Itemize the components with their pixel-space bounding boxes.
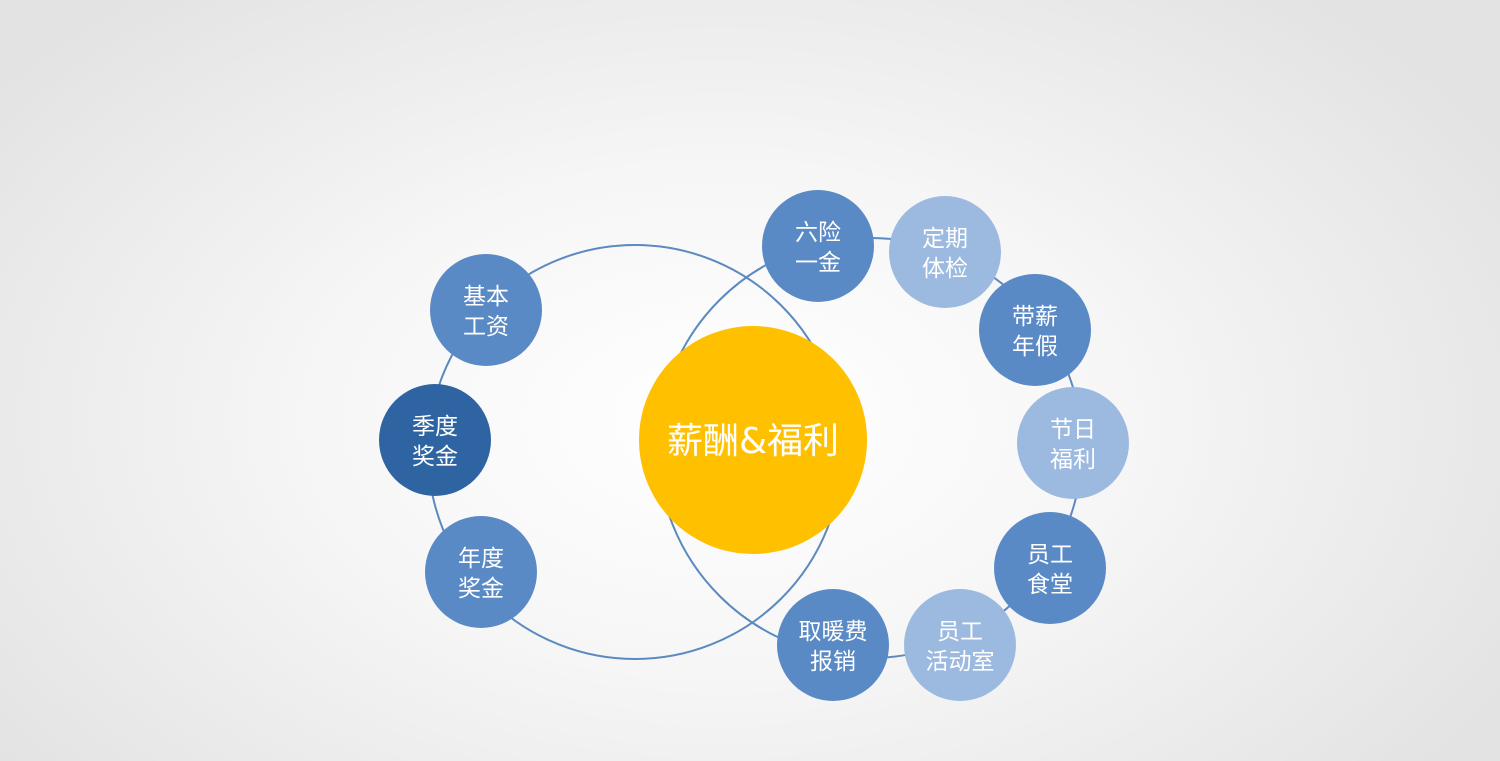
- node-label-line: 福利: [1050, 447, 1096, 473]
- center-label: 薪酬&福利: [667, 421, 839, 462]
- node-circle: [379, 384, 491, 496]
- node-label-line: 报销: [810, 649, 856, 675]
- node-circle: [1017, 387, 1129, 499]
- node-circle: [777, 589, 889, 701]
- node-label-line: 体检: [922, 256, 968, 282]
- node-label-line: 一金: [795, 250, 841, 276]
- node-label-line: 年假: [1012, 334, 1058, 360]
- node-label-line: 带薪: [1012, 304, 1058, 330]
- center-circle: [639, 326, 867, 554]
- node-circle: [762, 190, 874, 302]
- node-label-line: 奖金: [412, 444, 458, 470]
- node-circle: [430, 254, 542, 366]
- node-label-line: 奖金: [458, 576, 504, 602]
- node-label-line: 年度: [458, 546, 504, 572]
- node-circle: [979, 274, 1091, 386]
- node-label-line: 员工: [1027, 542, 1073, 568]
- node-label-line: 工资: [463, 314, 509, 340]
- node-circle: [889, 196, 1001, 308]
- node-circle: [425, 516, 537, 628]
- node-label-line: 六险: [795, 220, 841, 246]
- node-label-line: 定期: [922, 226, 968, 252]
- node-label-line: 季度: [412, 414, 458, 440]
- node-label-line: 取暖费: [799, 619, 868, 645]
- node-label-line: 员工: [937, 619, 983, 645]
- node-label-line: 食堂: [1027, 572, 1073, 598]
- node-label-line: 活动室: [926, 649, 995, 675]
- node-label-line: 节日: [1050, 417, 1096, 443]
- node-circle: [904, 589, 1016, 701]
- node-label-line: 基本: [463, 284, 509, 310]
- node-circle: [994, 512, 1106, 624]
